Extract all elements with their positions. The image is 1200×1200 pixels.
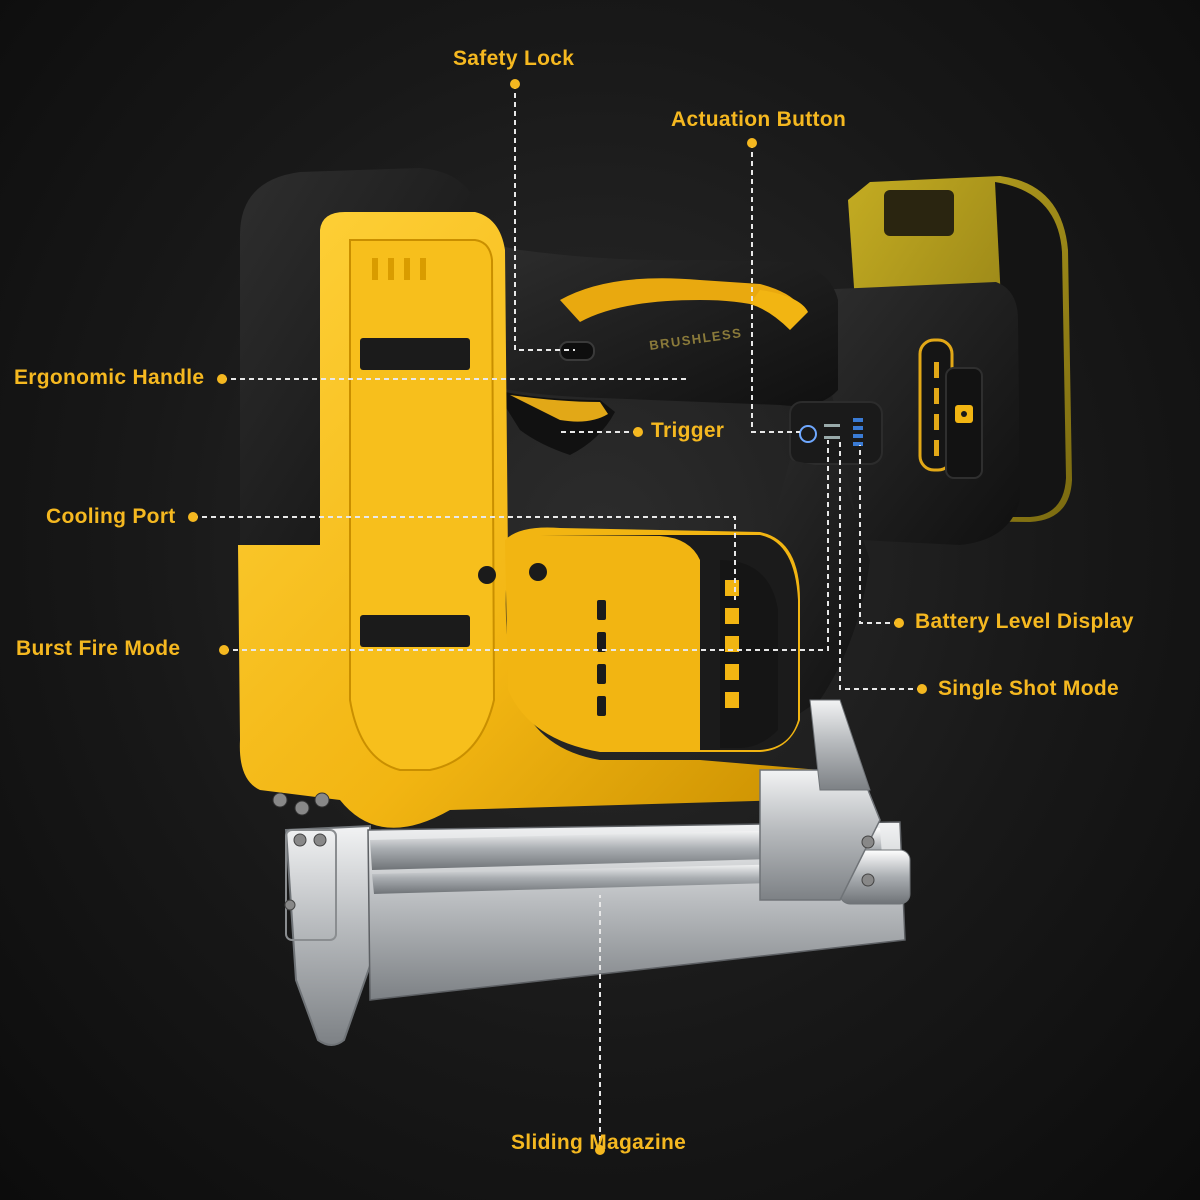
leader-line-cooling-port (193, 516, 736, 600)
leader-line-burst-fire-mode (224, 440, 829, 651)
callout-battery-level-display: Battery Level Display (915, 610, 1134, 633)
control-panel (789, 401, 883, 465)
leader-dot-trigger (633, 427, 643, 437)
leader-dot-cooling-port (188, 512, 198, 522)
nose-assembly (272, 792, 374, 1046)
ergonomic-handle-grip: BRUSHLESS (470, 240, 838, 406)
callout-burst-fire-mode: Burst Fire Mode (16, 637, 181, 660)
leader-line-actuation-button (751, 143, 800, 433)
magazine (367, 699, 911, 1001)
leader-dot-burst-fire-mode (219, 645, 229, 655)
leader-line-single-shot-mode (839, 440, 922, 690)
leader-line-safety-lock (514, 84, 575, 351)
leader-line-battery-level-display (859, 445, 899, 624)
leader-dot-ergonomic-handle (217, 374, 227, 384)
callout-ergonomic-handle: Ergonomic Handle (14, 366, 205, 389)
callout-cooling-port: Cooling Port (46, 505, 176, 528)
callout-sliding-magazine: Sliding Magazine (511, 1131, 687, 1154)
callout-actuation-button: Actuation Button (671, 108, 847, 131)
leader-dot-safety-lock (510, 79, 520, 89)
callout-trigger: Trigger (651, 419, 725, 442)
leader-dot-sliding-magazine (595, 1145, 605, 1155)
leader-dot-actuation-button (747, 138, 757, 148)
callout-single-shot-mode: Single Shot Mode (938, 677, 1119, 700)
leader-dot-battery-level-display (894, 618, 904, 628)
leader-dot-single-shot-mode (917, 684, 927, 694)
battery-pack (812, 176, 1072, 545)
callout-safety-lock: Safety Lock (453, 47, 575, 70)
nail-gun-body: BRUSHLESS (238, 168, 1072, 1046)
